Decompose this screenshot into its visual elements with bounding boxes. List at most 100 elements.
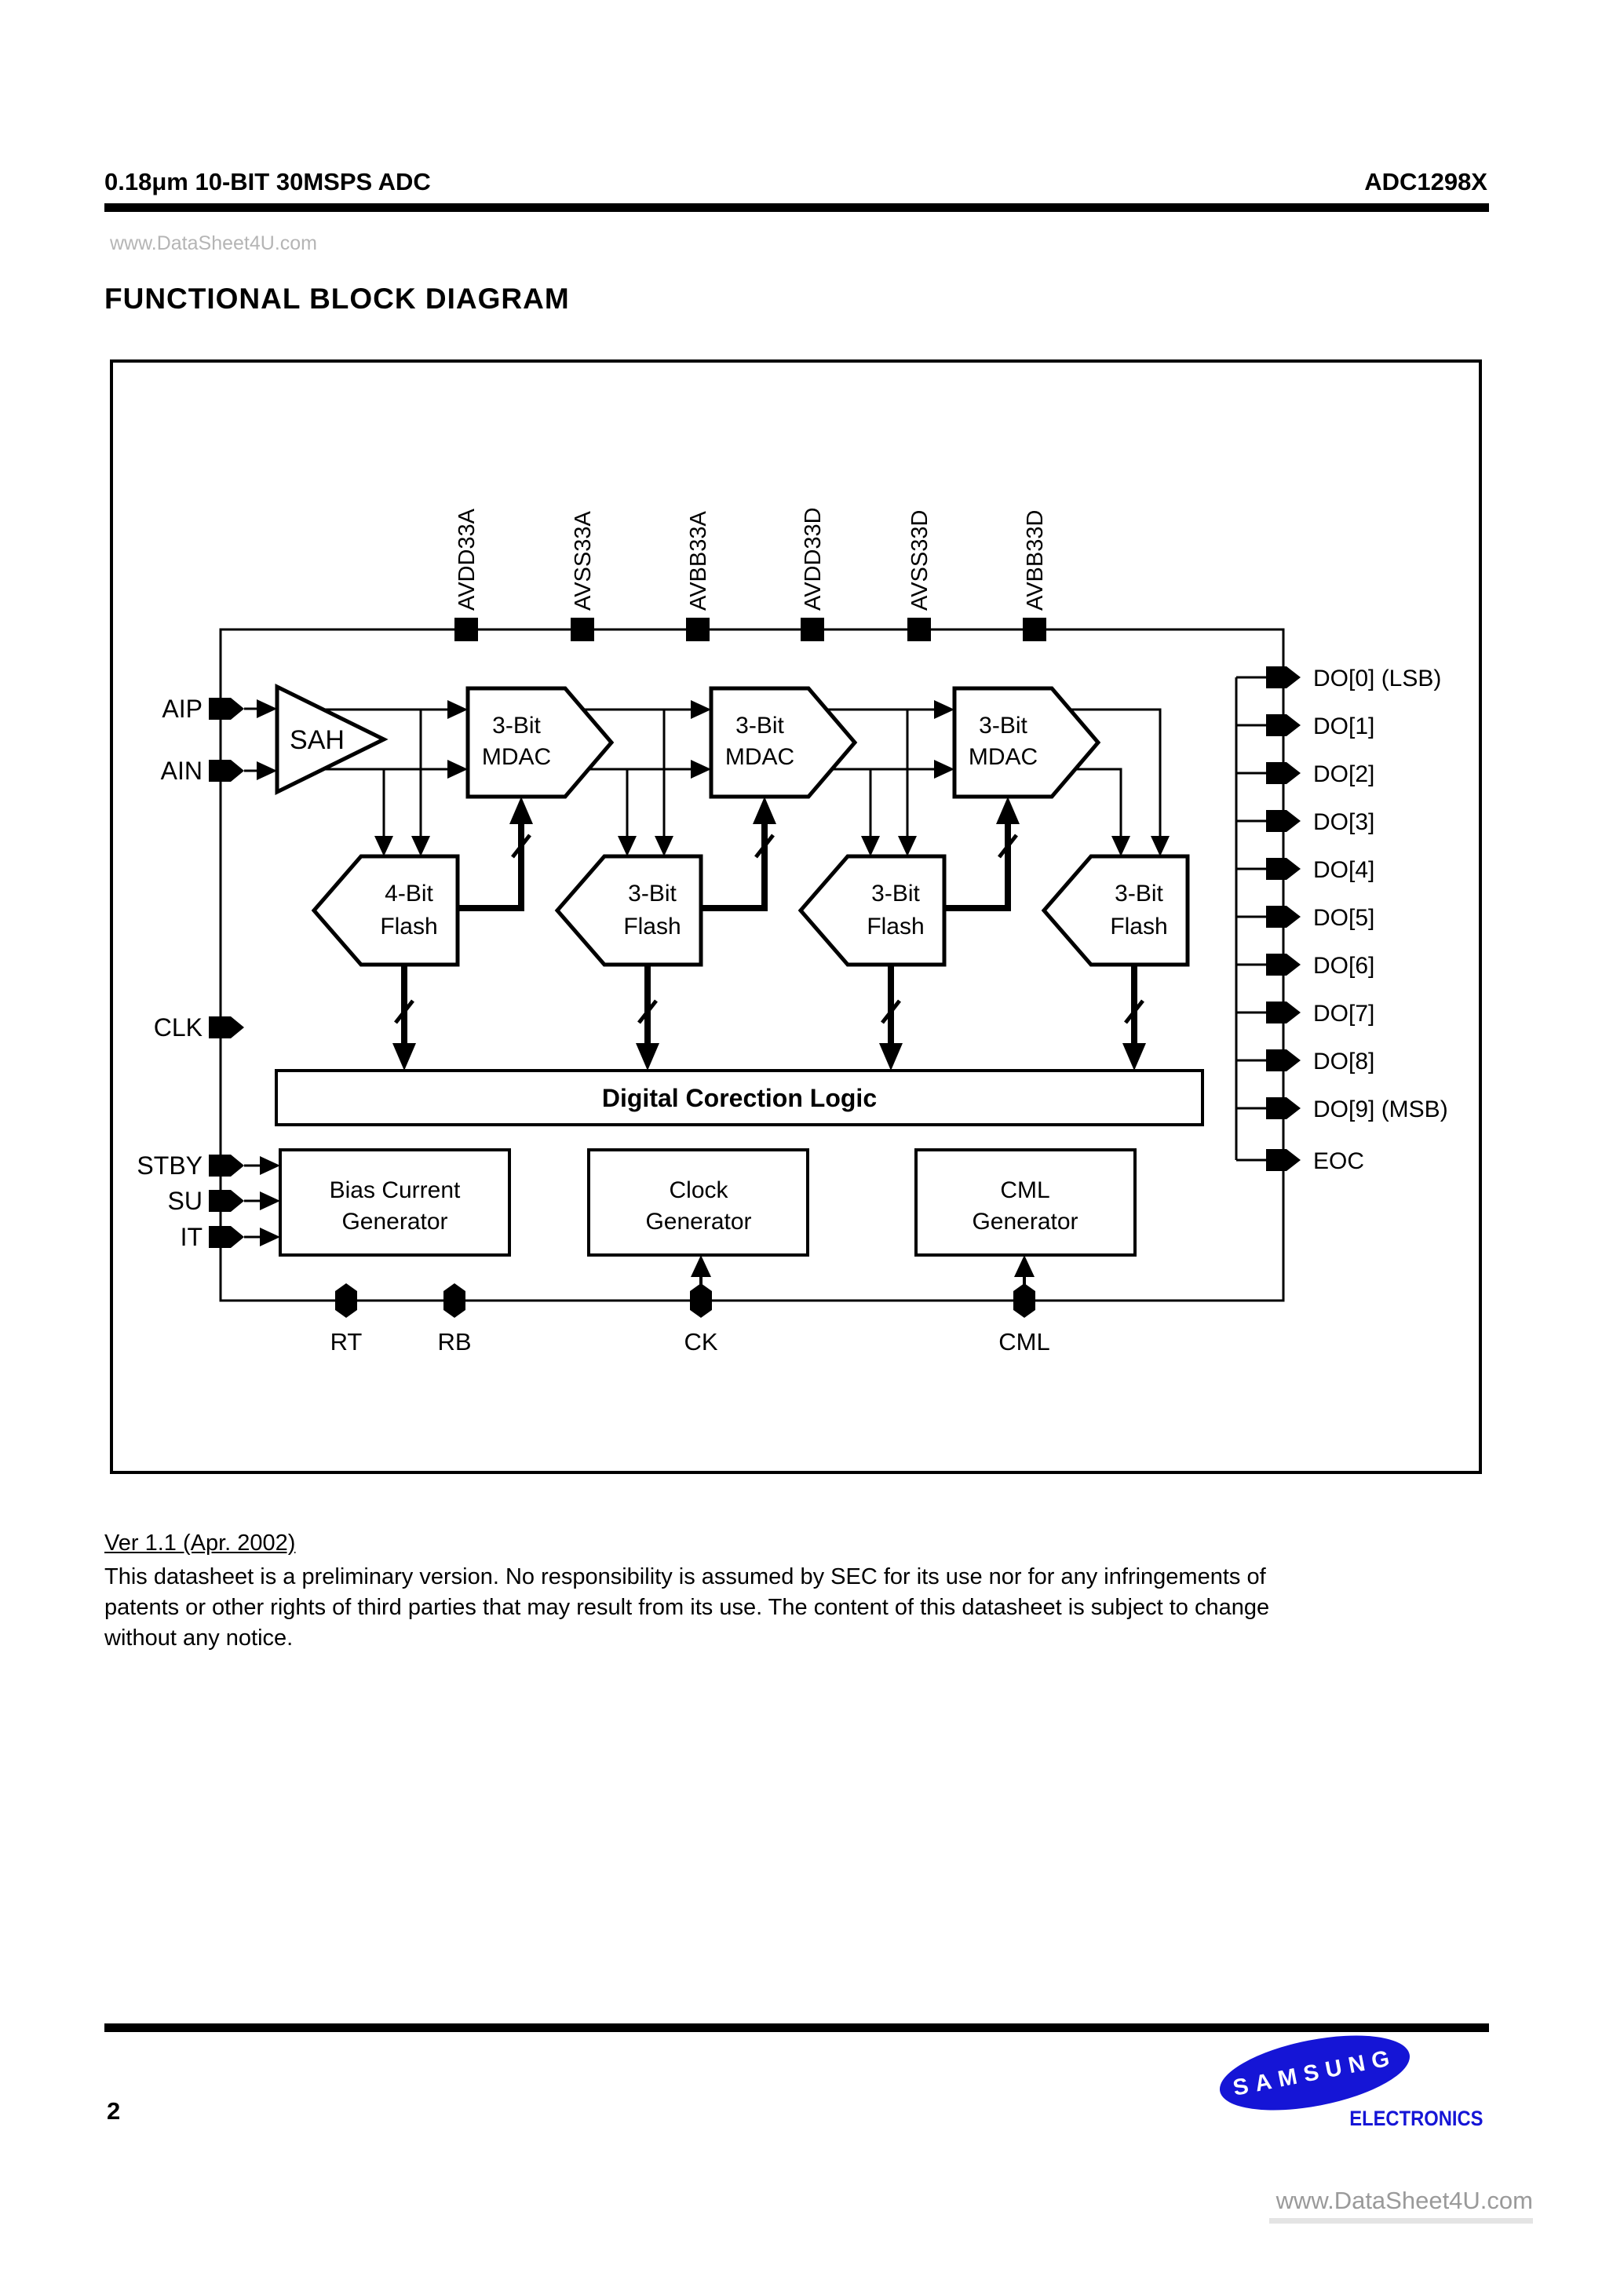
pin-su (209, 1190, 244, 1212)
flash2-label-2: Flash (623, 914, 681, 940)
pin-clk (209, 1016, 244, 1038)
disclaimer-paragraph: This datasheet is a preliminary version.… (104, 1562, 1269, 1654)
cml-label-2: Generator (972, 1209, 1078, 1235)
pin-do6 (1266, 954, 1301, 976)
pin-do5 (1266, 906, 1301, 928)
clock-generator-block: Clock Generator (587, 1148, 809, 1257)
mdac3-label-1: 3-Bit (979, 713, 1027, 739)
supply-pad-avbb33d (1023, 618, 1046, 641)
mdac1-label-2: MDAC (482, 744, 551, 770)
label-do8: DO[8] (1313, 1049, 1374, 1075)
label-do7: DO[7] (1313, 1001, 1374, 1027)
supply-label-avbb33a: AVBB33A (686, 511, 711, 611)
pin-ck (690, 1283, 712, 1318)
sah-block: SAH (275, 683, 389, 796)
label-do0: DO[0] (LSB) (1313, 666, 1441, 691)
pin-do7 (1266, 1002, 1301, 1023)
output-pin-labels: DO[0] (LSB) DO[1] DO[2] DO[3] DO[4] DO[5… (1313, 666, 1448, 1174)
version-note: Ver 1.1 (Apr. 2002) (104, 1531, 296, 1556)
samsung-logo-text: SAMSUNG (1231, 2044, 1399, 2101)
flash1-label-1: 4-Bit (385, 881, 433, 907)
label-do1: DO[1] (1313, 713, 1374, 739)
label-ck: CK (684, 1328, 717, 1355)
pin-do9 (1266, 1097, 1301, 1119)
sah-label: SAH (290, 725, 345, 755)
disclaimer-line-1: This datasheet is a preliminary version.… (104, 1564, 1266, 1589)
pin-aip (209, 698, 244, 720)
input-pins (209, 698, 244, 1248)
flash-block-2: 3-Bit Flash (554, 854, 703, 967)
label-do9: DO[9] (MSB) (1313, 1096, 1448, 1122)
bias-label-2: Generator (341, 1209, 447, 1235)
pin-cml (1013, 1283, 1035, 1318)
clock-label-2: Generator (645, 1209, 751, 1235)
label-rt: RT (330, 1328, 363, 1355)
page-title: FUNCTIONAL BLOCK DIAGRAM (104, 283, 570, 315)
header-rule (104, 203, 1489, 212)
supply-label-avdd33a: AVDD33A (454, 508, 480, 611)
flash-block-4: 3-Bit Flash (1041, 854, 1190, 967)
flash-to-dcl-buses (394, 965, 1144, 1045)
watermark-ghost-line (1269, 2218, 1533, 2224)
flash4-label-2: Flash (1110, 914, 1167, 940)
label-stby: STBY (137, 1151, 203, 1180)
label-do6: DO[6] (1313, 953, 1374, 979)
supply-label-avdd33d: AVDD33D (801, 507, 826, 611)
mdac1-label-1: 3-Bit (492, 713, 541, 739)
pin-rb (443, 1283, 465, 1318)
watermark-top: www.DataSheet4U.com (110, 232, 318, 254)
flash-to-mdac-buses (458, 824, 1018, 911)
pin-do0 (1266, 666, 1301, 688)
dcl-label: Digital Corection Logic (602, 1084, 877, 1112)
pin-eoc (1266, 1149, 1301, 1171)
supply-pad-avss33a (571, 618, 594, 641)
pin-rt (335, 1283, 357, 1318)
bottom-pin-labels: RT RB CK CML (330, 1328, 1050, 1355)
pin-do3 (1266, 810, 1301, 832)
supply-label-avss33a: AVSS33A (571, 511, 596, 611)
pin-ain (209, 760, 244, 782)
watermark-bottom: www.DataSheet4U.com (1275, 2187, 1533, 2214)
header-part-number: ADC1298X (1364, 168, 1487, 195)
pin-stby (209, 1155, 244, 1177)
pin-do8 (1266, 1049, 1301, 1071)
supply-pad-avdd33a (454, 618, 478, 641)
mdac-block-2: 3-Bit MDAC (709, 686, 858, 799)
label-it: IT (181, 1223, 203, 1251)
page-number: 2 (107, 2097, 121, 2125)
samsung-electronics-text: ELECTRONICS (1349, 2107, 1483, 2130)
supply-pad-avss33d (907, 618, 931, 641)
pin-it (209, 1226, 244, 1248)
functional-block-diagram: SAH 3-Bit MDAC 3-Bit MDAC 3-Bit MDAC 4-B… (110, 359, 1482, 1474)
label-do4: DO[4] (1313, 857, 1374, 883)
output-pins (1266, 666, 1301, 1171)
label-clk: CLK (154, 1013, 203, 1042)
label-aip: AIP (162, 695, 203, 723)
label-su: SU (168, 1187, 203, 1215)
label-ain: AIN (161, 757, 203, 785)
bias-label-1: Bias Current (330, 1177, 461, 1203)
mdac2-label-1: 3-Bit (735, 713, 784, 739)
label-do2: DO[2] (1313, 761, 1374, 787)
label-do3: DO[3] (1313, 809, 1374, 835)
supply-pad-avbb33a (686, 618, 710, 641)
header-left-title: 0.18μm 10-BIT 30MSPS ADC (104, 168, 431, 195)
mdac2-label-2: MDAC (725, 744, 794, 770)
supply-label-avbb33d: AVBB33D (1023, 510, 1048, 611)
pin-do2 (1266, 762, 1301, 784)
dcl-block: Digital Corection Logic (275, 1069, 1204, 1126)
disclaimer-line-3: without any notice. (104, 1625, 294, 1651)
flash-block-1: 4-Bit Flash (311, 854, 460, 967)
bias-generator-block: Bias Current Generator (279, 1148, 511, 1257)
diagram-outer-frame (110, 359, 1482, 1474)
supply-label-avss33d: AVSS33D (907, 510, 932, 611)
footer-rule (104, 2023, 1489, 2032)
mdac3-label-2: MDAC (969, 744, 1038, 770)
cml-label-1: CML (1000, 1177, 1049, 1203)
flash-block-3: 3-Bit Flash (797, 854, 947, 967)
pin-do4 (1266, 858, 1301, 880)
pin-do1 (1266, 714, 1301, 736)
label-do5: DO[5] (1313, 905, 1374, 931)
label-rb: RB (437, 1328, 471, 1355)
